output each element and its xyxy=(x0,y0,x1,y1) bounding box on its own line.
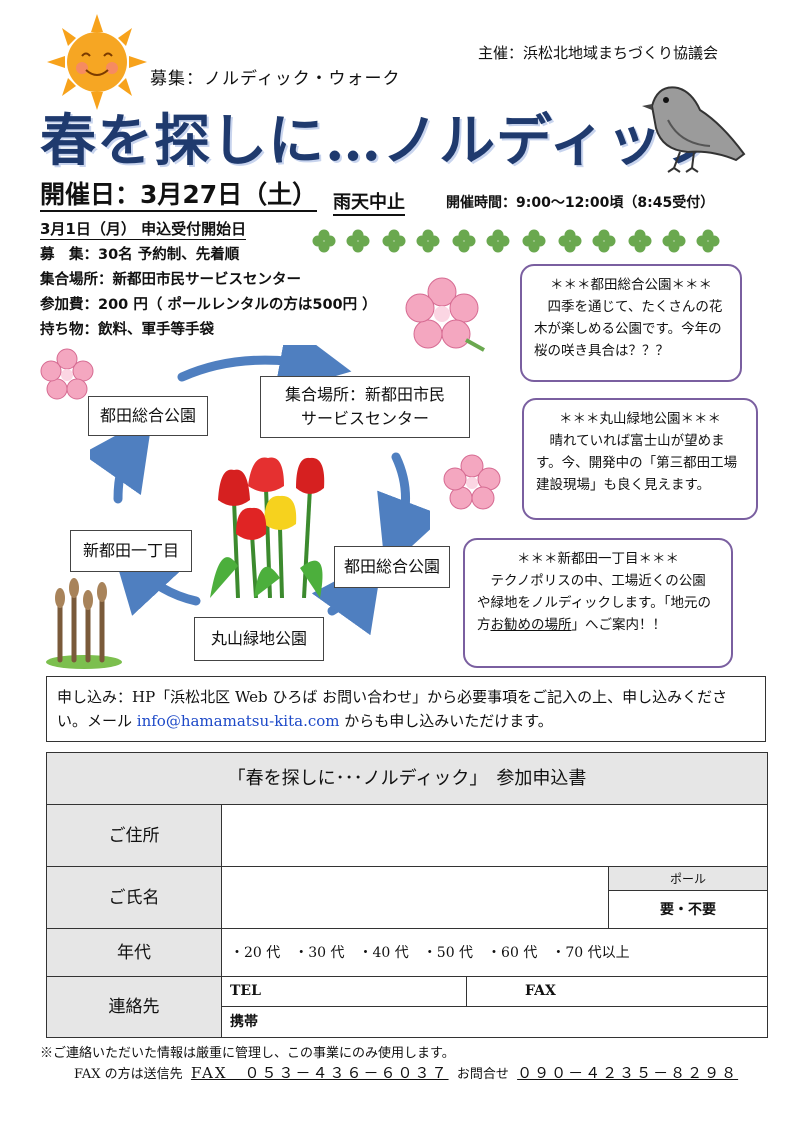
info-box-body: 四季を通じて、たくさんの花木が楽しめる公園です。今年の桜の咲き具合は？？？ xyxy=(534,299,723,359)
event-title: 春を探しに…ノルディック xyxy=(40,108,721,174)
address-label: ご住所 xyxy=(47,805,222,867)
horsetail-illustration xyxy=(46,578,122,669)
info-box-tsuda-park: ＊＊＊都田総合公園＊＊＊ 四季を通じて、たくさんの花木が楽しめる公園です。今年の… xyxy=(520,264,742,382)
tulip-illustration xyxy=(210,457,325,598)
info-box-shintsuda: ＊＊＊新都田一丁目＊＊＊ テクノポリスの中、工場近くの公園や緑地をノルディックし… xyxy=(463,538,733,668)
route-node-tsuda-park: 都田総合公園 xyxy=(88,396,208,436)
contact-label: 連絡先 xyxy=(47,977,222,1037)
form-title: 「春を探しに･･･ノルディック」 参加申込書 xyxy=(47,753,767,805)
clover-decoration xyxy=(312,229,720,253)
info-box-body: 晴れていれば富士山が望めます。今、開発中の「第三都田工場建設現場」も良く見えます… xyxy=(536,433,738,493)
capacity: 募 集：30名 予約制、先着順 xyxy=(40,247,240,263)
age-label: 年代 xyxy=(47,929,222,977)
application-instructions: 申し込み：HP「浜松北区 Web ひろば お問い合わせ」から必要事項をご記入の上… xyxy=(46,676,766,742)
route-node-maruyama-park: 丸山緑地公園 xyxy=(194,617,324,661)
pole-label: ポール xyxy=(609,867,767,891)
application-start-date: 3月1日（月） 申込受付開始日 xyxy=(40,220,247,240)
info-box-body-part: 」へご案内！！ xyxy=(571,617,667,633)
info-box-body-part: テクノポリスの中、工場近くの公園や緑地をノルディックします。「地元の方 xyxy=(477,573,711,633)
event-time: 開催時間：9:00〜12:00頃（8:45受付） xyxy=(446,195,715,211)
address-field[interactable] xyxy=(222,805,767,867)
fax-number: FAX ０５３－４３６－６０３７ xyxy=(190,1064,449,1082)
event-subtitle: 募集：ノルディック・ウォーク xyxy=(150,69,401,89)
info-box-body-underlined: お勧めの場所 xyxy=(490,617,572,633)
application-text: 申し込み：HP「浜松北区 Web ひろば お問い合わせ」から必要事項をご記入の上… xyxy=(57,688,728,730)
meeting-place: 集合場所：新都田市民サービスセンター xyxy=(40,272,301,288)
fax-prefix: FAX の方は送信先 xyxy=(74,1067,183,1082)
route-node-meeting-place-line1: 集合場所：新都田市民 xyxy=(284,385,445,404)
cherry-blossom-icon xyxy=(443,454,501,510)
route-node-meeting-place: 集合場所：新都田市民 サービスセンター xyxy=(260,376,470,438)
info-box-maruyama-park: ＊＊＊丸山緑地公園＊＊＊ 晴れていれば富士山が望めます。今、開発中の「第三都田工… xyxy=(522,398,758,520)
name-label: ご氏名 xyxy=(47,867,222,929)
footer-contact: FAX の方は送信先 FAX ０５３－４３６－６０３７ お問合せ ０９０－４２３… xyxy=(74,1062,738,1083)
pole-options[interactable]: 要・不要 xyxy=(609,891,767,929)
rain-cancel-notice: 雨天中止 xyxy=(333,188,405,216)
application-form: 「春を探しに･･･ノルディック」 参加申込書 ご住所 ご氏名 ポール 要・不要 … xyxy=(46,752,768,1038)
contact-prefix: お問合せ xyxy=(456,1067,509,1082)
info-box-title: ＊＊＊丸山緑地公園＊＊＊ xyxy=(559,411,721,427)
tel-field[interactable]: TEL xyxy=(222,977,467,1007)
email-link[interactable]: info@hamamatsu-kita.com xyxy=(136,712,340,730)
cherry-blossom-icon xyxy=(405,277,485,352)
route-node-shintsuda-1chome: 新都田一丁目 xyxy=(70,530,192,572)
route-node-meeting-place-line2: サービスセンター xyxy=(300,409,429,428)
sun-face xyxy=(67,32,127,92)
privacy-note: ※ご連絡いただいた情報は厳重に管理し、この事業にのみ使用します。 xyxy=(40,1046,455,1061)
belongings: 持ち物：飲料、軍手等手袋 xyxy=(40,322,214,338)
application-text: からも申し込みいただけます。 xyxy=(339,712,553,730)
route-node-tsuda-park-2: 都田総合公園 xyxy=(334,546,450,588)
age-options[interactable]: ・20 代 ・30 代 ・40 代 ・50 代 ・60 代 ・70 代以上 xyxy=(222,929,767,977)
bird-illustration xyxy=(642,86,746,173)
info-box-title: ＊＊＊新都田一丁目＊＊＊ xyxy=(517,551,679,567)
contact-number: ０９０－４２３５－８２９８ xyxy=(517,1064,739,1082)
sun-illustration xyxy=(47,14,147,110)
fee: 参加費：200 円（ ポールレンタルの方は500円 ） xyxy=(40,297,377,313)
name-field[interactable] xyxy=(222,867,609,929)
info-box-title: ＊＊＊都田総合公園＊＊＊ xyxy=(550,277,712,293)
cherry-blossom-icon xyxy=(40,348,94,400)
fax-field[interactable]: FAX xyxy=(467,977,767,1007)
event-date: 開催日：3月27日（土） xyxy=(40,180,318,212)
mobile-field[interactable]: 携帯 xyxy=(230,1014,258,1030)
info-box-body: テクノポリスの中、工場近くの公園や緑地をノルディックします。「地元の方お勧めの場… xyxy=(477,570,719,636)
organizer: 主催：浜松北地域まちづくり協議会 xyxy=(478,44,719,62)
sun-rays xyxy=(47,14,147,110)
